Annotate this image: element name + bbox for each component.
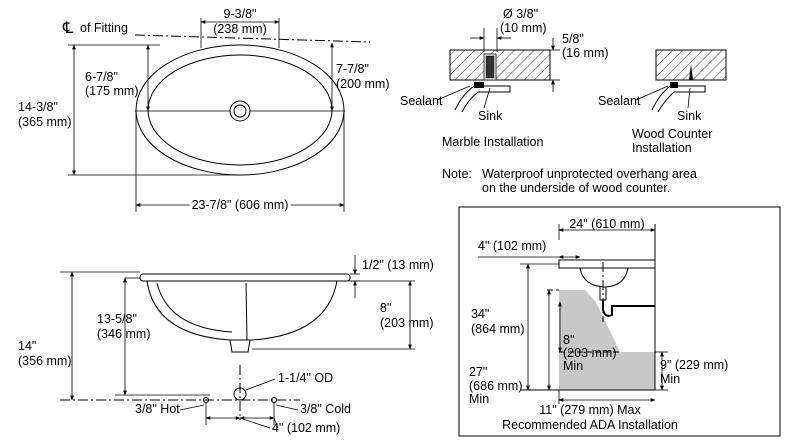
marble-hole-dia-mm: (10 mm): [500, 21, 547, 35]
ada-detail: 24" (610 mm) 4" (102 mm) 34" (864 mm) 27…: [458, 206, 781, 437]
drain-outer: [229, 100, 251, 122]
top-width-in: 9-3/8": [224, 7, 257, 21]
total-height-mm: (356 mm): [18, 354, 71, 368]
ada-sink-bowl: [579, 267, 629, 288]
ada-toe-min: Min: [660, 372, 680, 386]
ada-width: 24" (610 mm): [569, 217, 644, 231]
wood-title-line1: Wood Counter: [632, 127, 712, 141]
inner-height-in: 13-5/8": [97, 312, 137, 326]
wood-sealant-label: Sealant: [598, 94, 641, 108]
ada-clear-min: Min: [563, 359, 583, 373]
marble-thickness-mm: (16 mm): [562, 46, 609, 60]
ada-clear-mm: (203 mm): [563, 346, 616, 360]
note-line1: Waterproof unprotected overhang area: [482, 167, 697, 181]
ada-toe-in: 9" (229 mm): [660, 358, 728, 372]
marble-hole-dia: Ø 3/8": [503, 7, 538, 21]
bowl-depth-mm: (203 mm): [380, 316, 433, 330]
top-width-mm: (238 mm): [213, 22, 266, 36]
side-drain-tail: [229, 339, 251, 353]
total-height-in: 14": [18, 339, 36, 353]
side-view: 1/2" (13 mm) 8" (203 mm) 13-5/8" (346 mm…: [18, 255, 434, 435]
inner-height-mm: (346 mm): [97, 327, 150, 341]
knee-clearance-area: [559, 290, 655, 390]
ada-knee-mm: (686 mm): [469, 379, 522, 393]
side-bowl-outer: [146, 280, 338, 341]
note: Note: Waterproof unprotected overhang ar…: [442, 167, 697, 195]
bowl-depth-in: 8": [380, 301, 391, 315]
wood-detail: Sealant Sink Wood Counter Installation: [598, 49, 727, 155]
ada-clear-in: 8": [563, 333, 574, 347]
basin-outer-rim: [135, 44, 345, 176]
marble-thickness-in: 5/8": [562, 32, 584, 46]
total-length: 23-7/8" (606 mm): [192, 198, 289, 212]
left-half-depth-in: 6-7/8": [85, 70, 118, 84]
drain-inner: [233, 104, 247, 118]
drain-od-label: 1-1/4" OD: [278, 371, 333, 385]
centerline: [134, 34, 371, 43]
hot-supply: [203, 397, 209, 403]
basin-inner-bowl: [147, 54, 333, 166]
marble-sink-label: Sink: [478, 109, 503, 123]
right-half-depth-mm: (200 mm): [336, 77, 389, 91]
ada-height-mm: (864 mm): [471, 322, 524, 336]
side-bowl-inner: [156, 282, 233, 333]
marble-sealant-label: Sealant: [400, 94, 443, 108]
total-depth-mm: (365 mm): [18, 115, 71, 129]
top-view: ℄ of Fitting 9-3/8" (238 mm) 6-7/8" (175…: [18, 7, 389, 215]
note-line2: on the underside of wood counter.: [482, 181, 670, 195]
centerline-symbol: ℄: [62, 20, 74, 37]
wood-sink-rim: [651, 85, 706, 113]
ada-knee-in: 27": [469, 365, 487, 379]
wood-sink-label: Sink: [677, 109, 702, 123]
ada-knee-min: Min: [469, 392, 489, 406]
ada-depth-max: 11" (279 mm) Max: [539, 403, 641, 417]
drain-od-circle: [233, 387, 247, 401]
side-rim: [139, 273, 351, 282]
note-label: Note:: [442, 167, 472, 181]
left-half-depth-mm: (175 mm): [85, 84, 138, 98]
ada-title: Recommended ADA Installation: [502, 418, 678, 432]
marble-sink-rim: [454, 85, 511, 113]
cold-label: 3/8" Cold: [300, 402, 351, 416]
ada-setback: 4" (102 mm): [478, 239, 546, 253]
total-depth-in: 14-3/8": [18, 100, 58, 114]
ada-frame: [458, 206, 781, 437]
cold-supply: [271, 397, 277, 403]
rim-height: 1/2" (13 mm): [362, 258, 434, 272]
hot-label: 3/8" Hot: [135, 402, 180, 416]
marble-title: Marble Installation: [442, 135, 543, 149]
ada-height-in: 34": [471, 307, 489, 321]
marble-detail: Ø 3/8" (10 mm) 5/8" (16 mm) Sealant Sink…: [400, 7, 609, 149]
right-half-depth-in: 7-7/8": [336, 62, 369, 76]
supply-spacing: 4" (102 mm): [272, 421, 340, 435]
wood-title-line2: Installation: [632, 141, 692, 155]
centerline-label: of Fitting: [80, 21, 128, 35]
